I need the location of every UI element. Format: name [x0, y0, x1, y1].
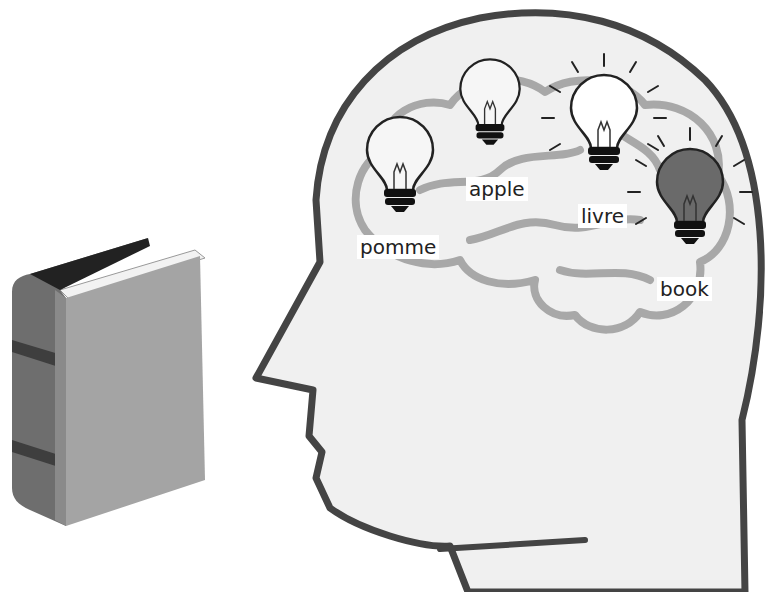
light-bulb	[367, 117, 433, 212]
word-label: book	[657, 277, 712, 301]
light-bulb	[460, 59, 519, 145]
lit-bulb	[542, 54, 666, 170]
head-outline	[256, 13, 761, 592]
word-label: pomme	[357, 235, 439, 259]
brain-outline	[356, 79, 730, 329]
word-label: apple	[466, 177, 528, 201]
bright-bulb	[628, 128, 752, 244]
word-label: livre	[578, 204, 627, 228]
book-illustration	[12, 238, 205, 526]
